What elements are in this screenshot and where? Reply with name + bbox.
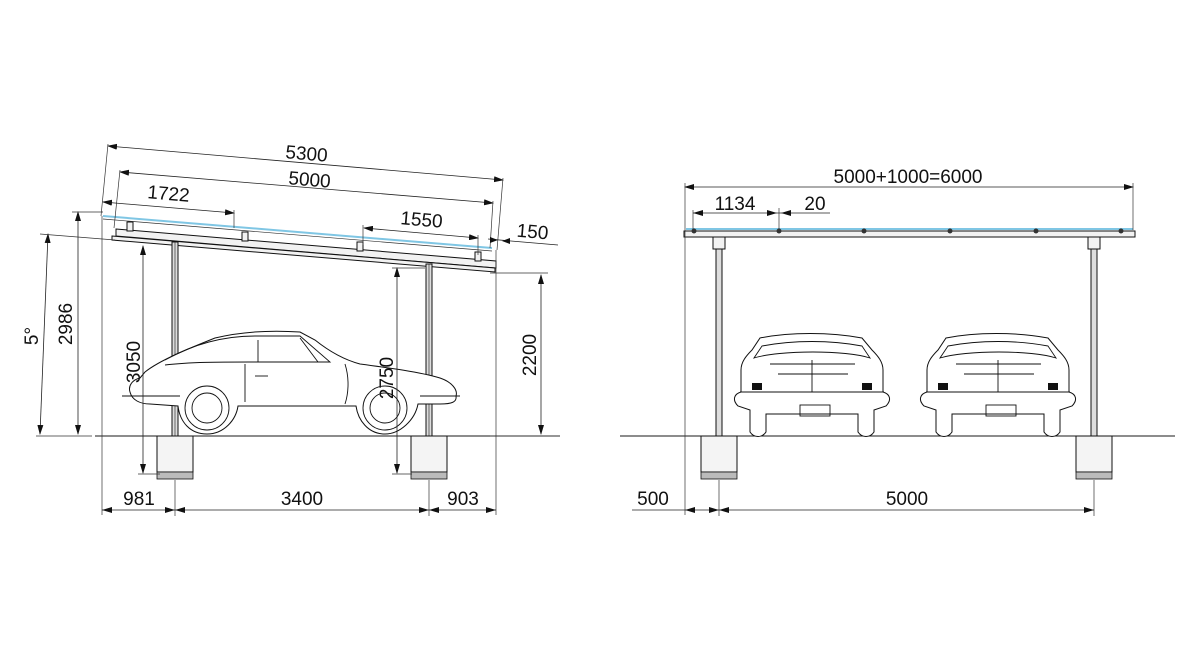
dim-rear-overhang: 903: [447, 489, 479, 510]
dim-rail-spacing: 1134: [715, 194, 756, 215]
dim-post-spacing: 3400: [281, 489, 323, 510]
dim-left-post: 3050: [124, 341, 145, 383]
left-footing: [700, 435, 738, 473]
roof-beam: [683, 230, 1136, 238]
dim-roof-length: 5300: [285, 142, 329, 167]
solar-panel: [102, 215, 493, 249]
dim-total-width: 5000+1000=6000: [834, 167, 983, 188]
car-front-1: [733, 333, 891, 437]
side-view: 5300 5000 1722 1550 150 5°: [22, 142, 560, 516]
dim-panel-length: 5000: [288, 168, 332, 193]
right-footing: [410, 435, 448, 473]
dim-high-height: 2986: [56, 303, 77, 345]
front-view: 5000+1000=6000 1134 20 500 5000: [620, 167, 1175, 516]
dim-clearance: 2200: [520, 334, 541, 376]
dim-left-rail: 1722: [147, 182, 191, 207]
right-footing: [1075, 435, 1113, 473]
dim-post-spacing: 5000: [886, 489, 928, 510]
left-footing: [156, 435, 194, 473]
dim-front-overhang: 981: [123, 489, 155, 510]
dim-right-rail: 1550: [400, 208, 444, 233]
side-dimensions: 5300 5000 1722 1550 150 5°: [22, 142, 560, 516]
car-front-2: [919, 333, 1077, 437]
dim-side-offset: 500: [637, 489, 669, 510]
car-side: [122, 330, 460, 435]
dim-right-post: 2750: [377, 357, 398, 399]
dim-overhang: 150: [516, 221, 549, 245]
dim-gap: 20: [804, 194, 825, 215]
dim-slope-angle: 5°: [22, 327, 43, 345]
front-dimensions: 5000+1000=6000 1134 20 500 5000: [632, 167, 1134, 516]
panel-clamps: [126, 221, 482, 262]
